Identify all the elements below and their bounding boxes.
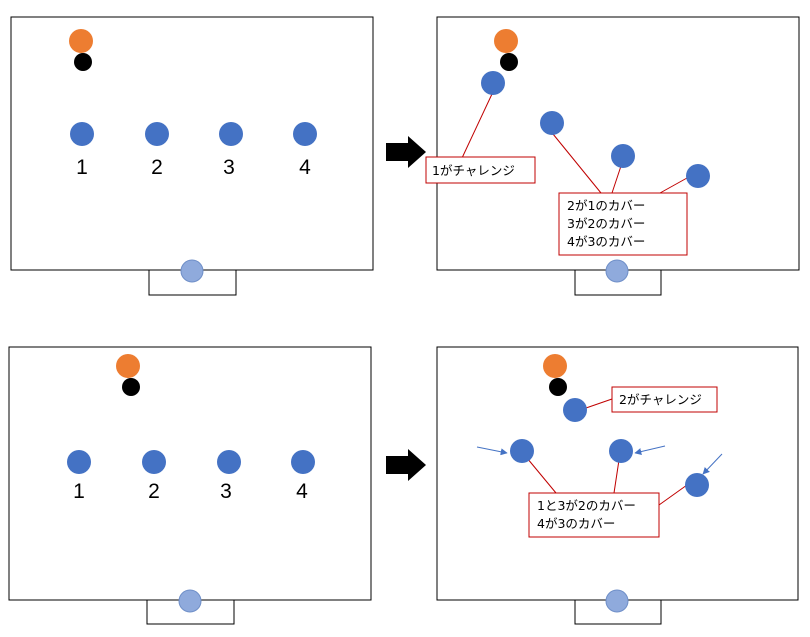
movement-arrow-icon-4 [702, 453, 723, 475]
movement-arrow-icon-1 [476, 446, 508, 456]
pitch-bottom-left [8, 346, 372, 601]
callout-line-cover-b-bottom [613, 459, 620, 494]
number-label-4-top-left: 4 [299, 156, 311, 179]
right-arrow-icon-bottom [386, 449, 426, 481]
callout-box-challenge-top [425, 156, 536, 184]
callout-text-cover-1-top: 2が1のカバー [567, 198, 645, 213]
panel-bottom-left: 1 2 3 4 [8, 346, 372, 625]
defender-1-top-right [481, 71, 505, 95]
attacker-top-right [494, 29, 518, 53]
movement-arrow-icon-3 [634, 445, 666, 455]
callout-line-challenge-bottom [585, 398, 613, 409]
defender-3-top-left [219, 122, 243, 146]
panel-top-left: 1 2 3 4 [10, 16, 374, 296]
callout-box-challenge-bottom [611, 386, 718, 413]
goalkeeper-bottom-right [605, 589, 629, 613]
goalkeeper-top-right [605, 259, 629, 283]
panel-top-right: 1がチャレンジ 2が1のカバー 3が2のカバー 4が3のカバー [425, 16, 800, 296]
defender-1-top-left [70, 122, 94, 146]
defender-2-top-right [540, 111, 564, 135]
defender-1-bottom-right [510, 439, 534, 463]
callout-box-cover-top [558, 192, 688, 256]
defender-2-bottom-left [142, 450, 166, 474]
defender-4-bottom-right [685, 473, 709, 497]
pitch-top-left [10, 16, 374, 271]
number-label-4-bottom-left: 4 [296, 480, 308, 503]
defender-1-bottom-left [67, 450, 91, 474]
panel-bottom-right: 2がチャレンジ 1と3が2のカバー 4が3のカバー [436, 346, 799, 625]
number-label-2-top-left: 2 [151, 156, 163, 179]
ball-top-right [500, 53, 518, 71]
ball-bottom-left [122, 378, 140, 396]
callout-text-challenge-top: 1がチャレンジ [432, 163, 515, 178]
callout-text-cover-2-bottom: 4が3のカバー [537, 516, 615, 531]
number-label-1-bottom-left: 1 [73, 480, 85, 503]
ball-top-left [74, 53, 92, 71]
pitch-bottom-right [436, 346, 799, 601]
number-label-3-bottom-left: 3 [220, 480, 232, 503]
callout-text-cover-2-top: 3が2のカバー [567, 216, 645, 231]
defender-4-top-left [293, 122, 317, 146]
defender-4-bottom-left [291, 450, 315, 474]
number-label-1-top-left: 1 [76, 156, 88, 179]
defender-3-bottom-left [217, 450, 241, 474]
callout-line-cover-a-top [552, 133, 602, 194]
right-arrow-icon-top [386, 136, 426, 168]
callout-line-challenge-top [461, 93, 493, 159]
defender-3-top-right [611, 144, 635, 168]
callout-line-cover-c-bottom [658, 484, 688, 506]
callout-line-cover-a-bottom [526, 457, 557, 494]
attacker-bottom-right [543, 354, 567, 378]
callout-text-cover-1-bottom: 1と3が2のカバー [537, 498, 636, 513]
callout-box-cover-bottom [528, 492, 660, 538]
goalkeeper-bottom-left [178, 589, 202, 613]
callout-line-cover-b-top [611, 165, 622, 194]
callout-text-challenge-bottom: 2がチャレンジ [619, 392, 702, 407]
defender-3-bottom-right [609, 439, 633, 463]
goalkeeper-top-left [180, 259, 204, 283]
defender-2-top-left [145, 122, 169, 146]
attacker-bottom-left [116, 354, 140, 378]
defender-2-bottom-right [563, 398, 587, 422]
number-label-2-bottom-left: 2 [148, 480, 160, 503]
attacker-top-left [69, 29, 93, 53]
defender-4-top-right [686, 164, 710, 188]
ball-bottom-right [549, 378, 567, 396]
number-label-3-top-left: 3 [223, 156, 235, 179]
callout-text-cover-3-top: 4が3のカバー [567, 234, 645, 249]
callout-line-cover-c-top [659, 177, 688, 194]
